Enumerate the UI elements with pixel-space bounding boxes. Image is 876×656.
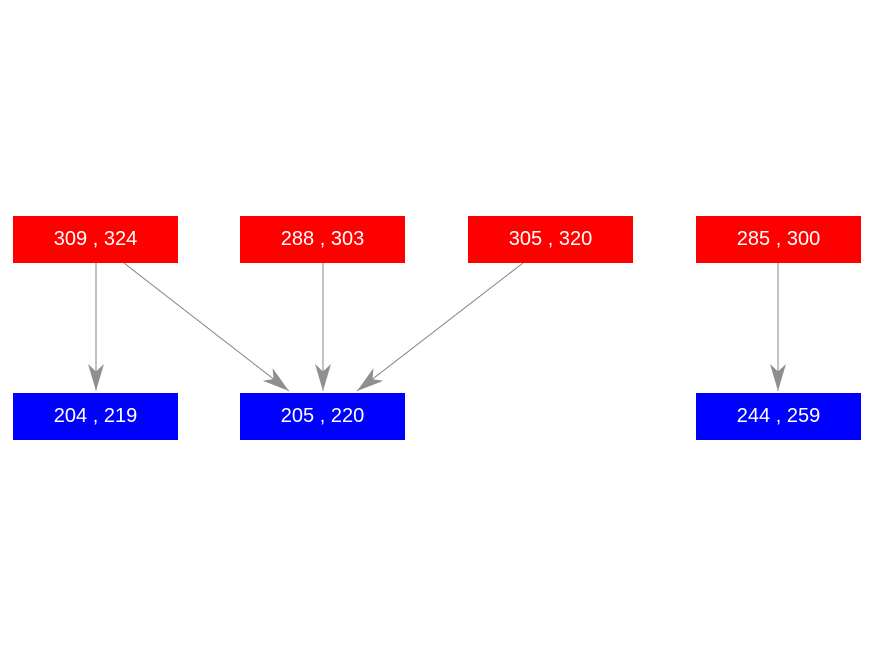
edge-A-to-F: [123, 262, 290, 392]
interval-node-label: 204 , 219: [53, 405, 138, 427]
interval-node-target-2: 205 , 220: [240, 393, 405, 440]
interval-node-label: 244 , 259: [736, 405, 821, 427]
interval-node-label: 309 , 324: [53, 228, 138, 250]
interval-node-label: 285 , 300: [736, 228, 821, 250]
edge-group: [88, 262, 786, 392]
interval-node-label: 205 , 220: [280, 405, 365, 427]
interval-node-target-3: 244 , 259: [696, 393, 861, 440]
interval-node-label: 305 , 320: [508, 228, 593, 250]
interval-node-source-4: 285 , 300: [696, 216, 861, 263]
interval-node-label: 288 , 303: [280, 228, 365, 250]
interval-node-source-1: 309 , 324: [13, 216, 178, 263]
interval-node-target-1: 204 , 219: [13, 393, 178, 440]
interval-node-source-2: 288 , 303: [240, 216, 405, 263]
edge-C-to-F: [356, 262, 524, 392]
interval-node-source-3: 305 , 320: [468, 216, 633, 263]
